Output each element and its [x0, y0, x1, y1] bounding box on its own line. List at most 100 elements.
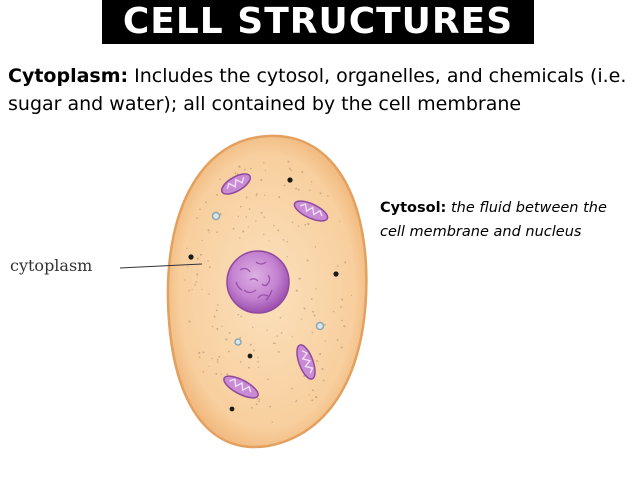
speckle [310, 181, 313, 183]
speckle [219, 178, 221, 180]
speckle [257, 360, 259, 363]
vesicles [211, 211, 325, 346]
speckle [308, 394, 310, 396]
speckle [250, 167, 252, 170]
speckle [188, 320, 191, 323]
speckle [291, 336, 293, 338]
speckle [220, 373, 222, 376]
speckle [321, 368, 324, 370]
speckle [239, 361, 242, 363]
speckle [300, 318, 302, 320]
speckle [269, 405, 272, 408]
speckle [257, 356, 259, 359]
speckle [232, 227, 235, 230]
speckle [260, 179, 263, 181]
speckle [215, 309, 218, 312]
speckle [283, 184, 286, 187]
speckle [191, 288, 193, 291]
speckle [327, 195, 329, 197]
speckle [297, 188, 300, 191]
speckle [207, 229, 210, 232]
speckle [195, 281, 197, 283]
speckle [252, 349, 255, 352]
cytoplasm-description: Includes the cytosol, organelles, and ch… [8, 65, 627, 115]
cytosol-term: Cytosol: [380, 200, 447, 216]
speckle [196, 273, 199, 276]
cytoplasm-leader-line [119, 263, 203, 269]
speckle [344, 261, 347, 264]
speckle [277, 229, 280, 232]
speckle [201, 239, 203, 242]
speckle [227, 350, 230, 353]
speckle [199, 253, 203, 256]
speckle [287, 160, 290, 163]
speckle [221, 325, 223, 328]
speckle [341, 299, 344, 301]
speckle [324, 340, 326, 342]
speckle [263, 233, 265, 236]
speckle [316, 360, 319, 362]
speckle [257, 366, 260, 368]
speckle [310, 298, 313, 300]
speckle [240, 315, 243, 318]
speckle [207, 260, 209, 262]
speckle [339, 220, 341, 222]
speckle [313, 314, 316, 317]
cytosol-description: the fluid between the cell membrane and … [380, 200, 607, 240]
speckle [188, 289, 190, 292]
speckle [291, 221, 294, 224]
speckle [239, 237, 241, 239]
speckle [217, 304, 219, 306]
speckle [216, 358, 219, 361]
cytoplasm-term: Cytoplasm: [8, 65, 129, 87]
speckle [315, 396, 318, 399]
speckle [237, 215, 240, 218]
speckle [216, 231, 218, 233]
speckle [196, 257, 199, 260]
speckle [271, 421, 273, 423]
speckle [239, 166, 241, 168]
speckle [256, 397, 259, 400]
speckle [228, 332, 231, 334]
speckle [208, 232, 210, 234]
speckle [205, 201, 207, 204]
speckle [339, 306, 342, 308]
speckle [194, 283, 196, 286]
speckle [202, 371, 205, 373]
cytosol-definition: Cytosol: the fluid between the cell memb… [380, 196, 620, 244]
speckle [324, 323, 326, 326]
speckle [291, 387, 293, 390]
speckle [208, 365, 210, 367]
speckle [267, 378, 269, 381]
speckle [273, 224, 275, 227]
speckle [279, 316, 282, 319]
speckle [268, 240, 270, 242]
speckle [319, 353, 322, 356]
speckle [198, 356, 201, 359]
speckle [263, 162, 265, 164]
speckle [274, 342, 276, 345]
cytoplasm-definition: Cytoplasm: Includes the cytosol, organel… [8, 62, 633, 118]
mitochondrion-bottom [223, 375, 259, 399]
speckle [311, 399, 314, 402]
speckle [196, 217, 198, 219]
speckle [240, 205, 242, 208]
speckle [211, 325, 214, 328]
speckle [250, 406, 253, 409]
speckle [312, 310, 315, 313]
speckle [242, 230, 245, 233]
speckle [234, 172, 237, 175]
speckle [286, 256, 288, 258]
speckle [258, 400, 260, 403]
speckle [280, 332, 283, 334]
speckle [225, 338, 228, 341]
speckle [276, 335, 278, 337]
granules [188, 177, 339, 412]
speckle [217, 361, 219, 363]
speckle [251, 326, 254, 328]
speckle [278, 196, 281, 199]
speckle [255, 194, 258, 197]
speckle [216, 327, 219, 330]
speckle [236, 173, 239, 175]
